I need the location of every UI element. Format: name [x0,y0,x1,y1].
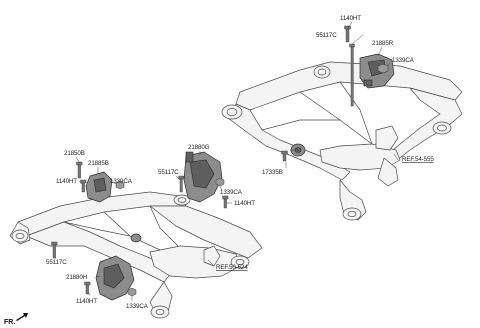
label-21880h: 21880H [66,274,87,281]
lower-subframe [9,191,263,319]
label-1140ht-low: 1140HT [76,298,97,305]
nut-1339ca-mid [215,177,225,187]
label-ref-54-555[interactable]: REF.54-555 [402,156,434,163]
label-1140ht-top: 1140HT [340,15,361,22]
arrow-icon [16,313,28,321]
label-ref-50-624[interactable]: REF.50-624 [216,264,248,271]
label-1140ht-left: 1140HT [56,178,77,185]
bolt-1140ht-low [84,281,91,295]
nut-1339ca-top [377,63,389,74]
label-21885b: 21885B [88,160,109,167]
nut-1339ca-left [115,180,125,190]
label-1339ca-low: 1339CA [126,303,149,310]
label-1339ca-left: 1339CA [110,178,133,185]
leaders-upper [285,21,399,168]
label-1140ht-mid: 1140HT [234,200,255,207]
label-55117c-low: 55117C [46,259,67,266]
label-21885r: 21885R [372,40,394,47]
upper-subframe [221,61,463,221]
label-55117c-mid: 55117C [158,169,179,176]
label-55117c-top: 55117C [316,32,337,39]
direction-label: FR. [4,319,15,326]
bolt-17335b [281,150,288,162]
label-1339ca-mid: 1339CA [220,189,243,196]
label-21880g: 21880G [188,144,210,151]
label-17335b: 17335B [262,169,283,176]
mount-21885b [85,171,113,203]
bolt-55117c-low [51,241,58,259]
bolt-55117c-mid [178,175,185,193]
bolt-1140ht-left [80,179,87,193]
label-1339ca-top: 1339CA [392,57,415,64]
direction-indicator: FR. [4,313,28,326]
mount-21880g [183,151,223,203]
mount-21880h [95,255,135,301]
leaders-lower [55,151,232,301]
label-21850b: 21850B [64,150,85,157]
bolt-1140ht-mid [222,195,229,209]
nut-1339ca-low [127,287,137,297]
bolt-21850b [76,161,83,179]
bolt-1140ht-top [344,25,351,43]
